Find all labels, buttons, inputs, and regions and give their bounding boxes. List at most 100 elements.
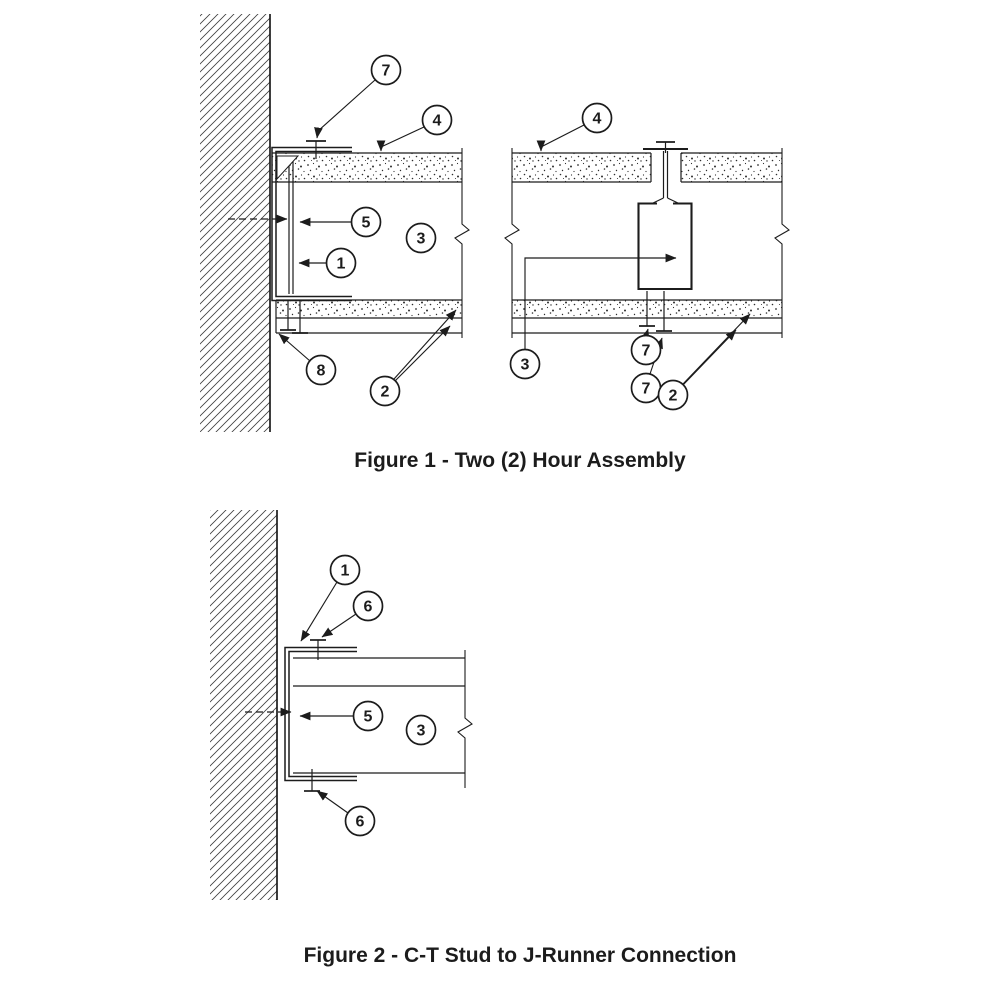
figure2-caption: Figure 2 - C-T Stud to J-Runner Connecti… xyxy=(304,944,737,967)
callout-label: 4 xyxy=(593,111,602,128)
break-line xyxy=(774,148,790,338)
leader-line xyxy=(314,79,376,139)
callout-bubble xyxy=(369,375,401,407)
leader-line xyxy=(300,581,338,642)
callout-label: 2 xyxy=(381,384,390,401)
callout-label: 1 xyxy=(337,256,346,273)
j-runner xyxy=(284,646,357,782)
leader-line xyxy=(682,313,751,385)
screw-symbol xyxy=(639,291,672,332)
board-stipple xyxy=(512,153,651,182)
screw-symbol xyxy=(280,300,308,334)
board-outline xyxy=(275,299,462,334)
callout-label: 6 xyxy=(356,814,365,831)
callout-7-top: 7 xyxy=(370,54,402,86)
leader-line xyxy=(278,333,311,362)
callout-label: 4 xyxy=(433,113,442,130)
callout-3-cavity: 3 xyxy=(405,222,437,254)
callout-8: 8 xyxy=(305,354,337,386)
callout-label: 8 xyxy=(317,363,326,380)
callout-bubble xyxy=(305,354,337,386)
figure-1: 7 4 4 5 3 1 8 2 xyxy=(200,14,790,432)
board-stipple xyxy=(681,153,782,182)
callout-1: 1 xyxy=(329,554,361,586)
callout-label: 5 xyxy=(364,709,373,726)
callout-bubble xyxy=(630,334,662,366)
callout-2-right: 2 xyxy=(657,379,689,411)
screw-head xyxy=(280,329,308,334)
leader-lines xyxy=(278,79,751,386)
ct-stud-stem xyxy=(662,151,669,198)
callout-label: 6 xyxy=(364,599,373,616)
j-runner-inner-line xyxy=(288,650,357,778)
callout-3: 3 xyxy=(405,714,437,746)
figure1-caption: Figure 1 - Two (2) Hour Assembly xyxy=(354,449,686,472)
leader-line xyxy=(316,790,349,814)
callout-5: 5 xyxy=(352,700,384,732)
leader-line xyxy=(524,253,677,349)
callout-bubble xyxy=(329,554,361,586)
screw-symbol xyxy=(310,639,326,660)
callout-bubble xyxy=(325,247,357,279)
leader-line xyxy=(394,325,451,382)
screw-shaft xyxy=(287,300,301,333)
callout-1: 1 xyxy=(325,247,357,279)
leader-lines xyxy=(299,581,357,814)
callout-6-bottom: 6 xyxy=(344,805,376,837)
callout-label: 7 xyxy=(642,343,651,360)
leader-line xyxy=(321,613,357,638)
callout-label: 5 xyxy=(362,215,371,232)
callout-7-low: 7 xyxy=(630,372,662,404)
callout-7-mid: 7 xyxy=(630,334,662,366)
leader-line xyxy=(376,126,425,152)
callout-6-top: 6 xyxy=(352,590,384,622)
callout-bubble xyxy=(352,700,384,732)
leader-line xyxy=(393,309,457,380)
callout-bubble xyxy=(421,104,453,136)
gypsum-liner-panel-right xyxy=(512,152,782,183)
board-outline xyxy=(272,152,462,183)
callout-bubble xyxy=(370,54,402,86)
callout-bubble xyxy=(509,348,541,380)
callout-label: 3 xyxy=(417,231,426,248)
callout-2-left: 2 xyxy=(369,375,401,407)
leader-line xyxy=(536,124,585,152)
ct-stud-channel xyxy=(637,202,693,291)
callout-label: 1 xyxy=(341,563,350,580)
callout-bubble xyxy=(581,102,613,134)
wall-hatch xyxy=(210,510,277,900)
board-outline xyxy=(512,152,782,183)
screw-shaft xyxy=(646,291,665,331)
j-runner-inner-line xyxy=(275,150,352,298)
callout-label: 2 xyxy=(669,388,678,405)
callout-4-left: 4 xyxy=(421,104,453,136)
callout-bubble xyxy=(344,805,376,837)
leader-line xyxy=(682,329,737,386)
callout-bubble xyxy=(657,379,689,411)
ct-stud-lines xyxy=(293,657,465,774)
screw-head xyxy=(639,325,672,332)
board-stipple xyxy=(272,153,462,182)
break-line xyxy=(454,148,470,338)
callout-label: 3 xyxy=(417,723,426,740)
gypsum-liner-panel-left xyxy=(272,152,462,183)
board-stipple xyxy=(276,300,462,318)
callout-4-right: 4 xyxy=(581,102,613,134)
wall-hatch xyxy=(200,14,270,432)
callout-bubble xyxy=(352,590,384,622)
board-taper-edge xyxy=(276,155,300,181)
gypsum-face-layers-left xyxy=(275,299,462,334)
callout-3-right: 3 xyxy=(509,348,541,380)
ct-stud xyxy=(637,141,693,291)
break-line xyxy=(457,650,473,788)
figure-2: 1 6 5 3 6 xyxy=(210,510,473,900)
callout-bubble xyxy=(405,222,437,254)
j-runner-outer-line xyxy=(284,646,357,782)
callout-bubble xyxy=(350,206,382,238)
break-line xyxy=(504,148,520,338)
callout-label: 3 xyxy=(521,357,530,374)
callout-label: 7 xyxy=(382,63,391,80)
callout-bubble xyxy=(405,714,437,746)
